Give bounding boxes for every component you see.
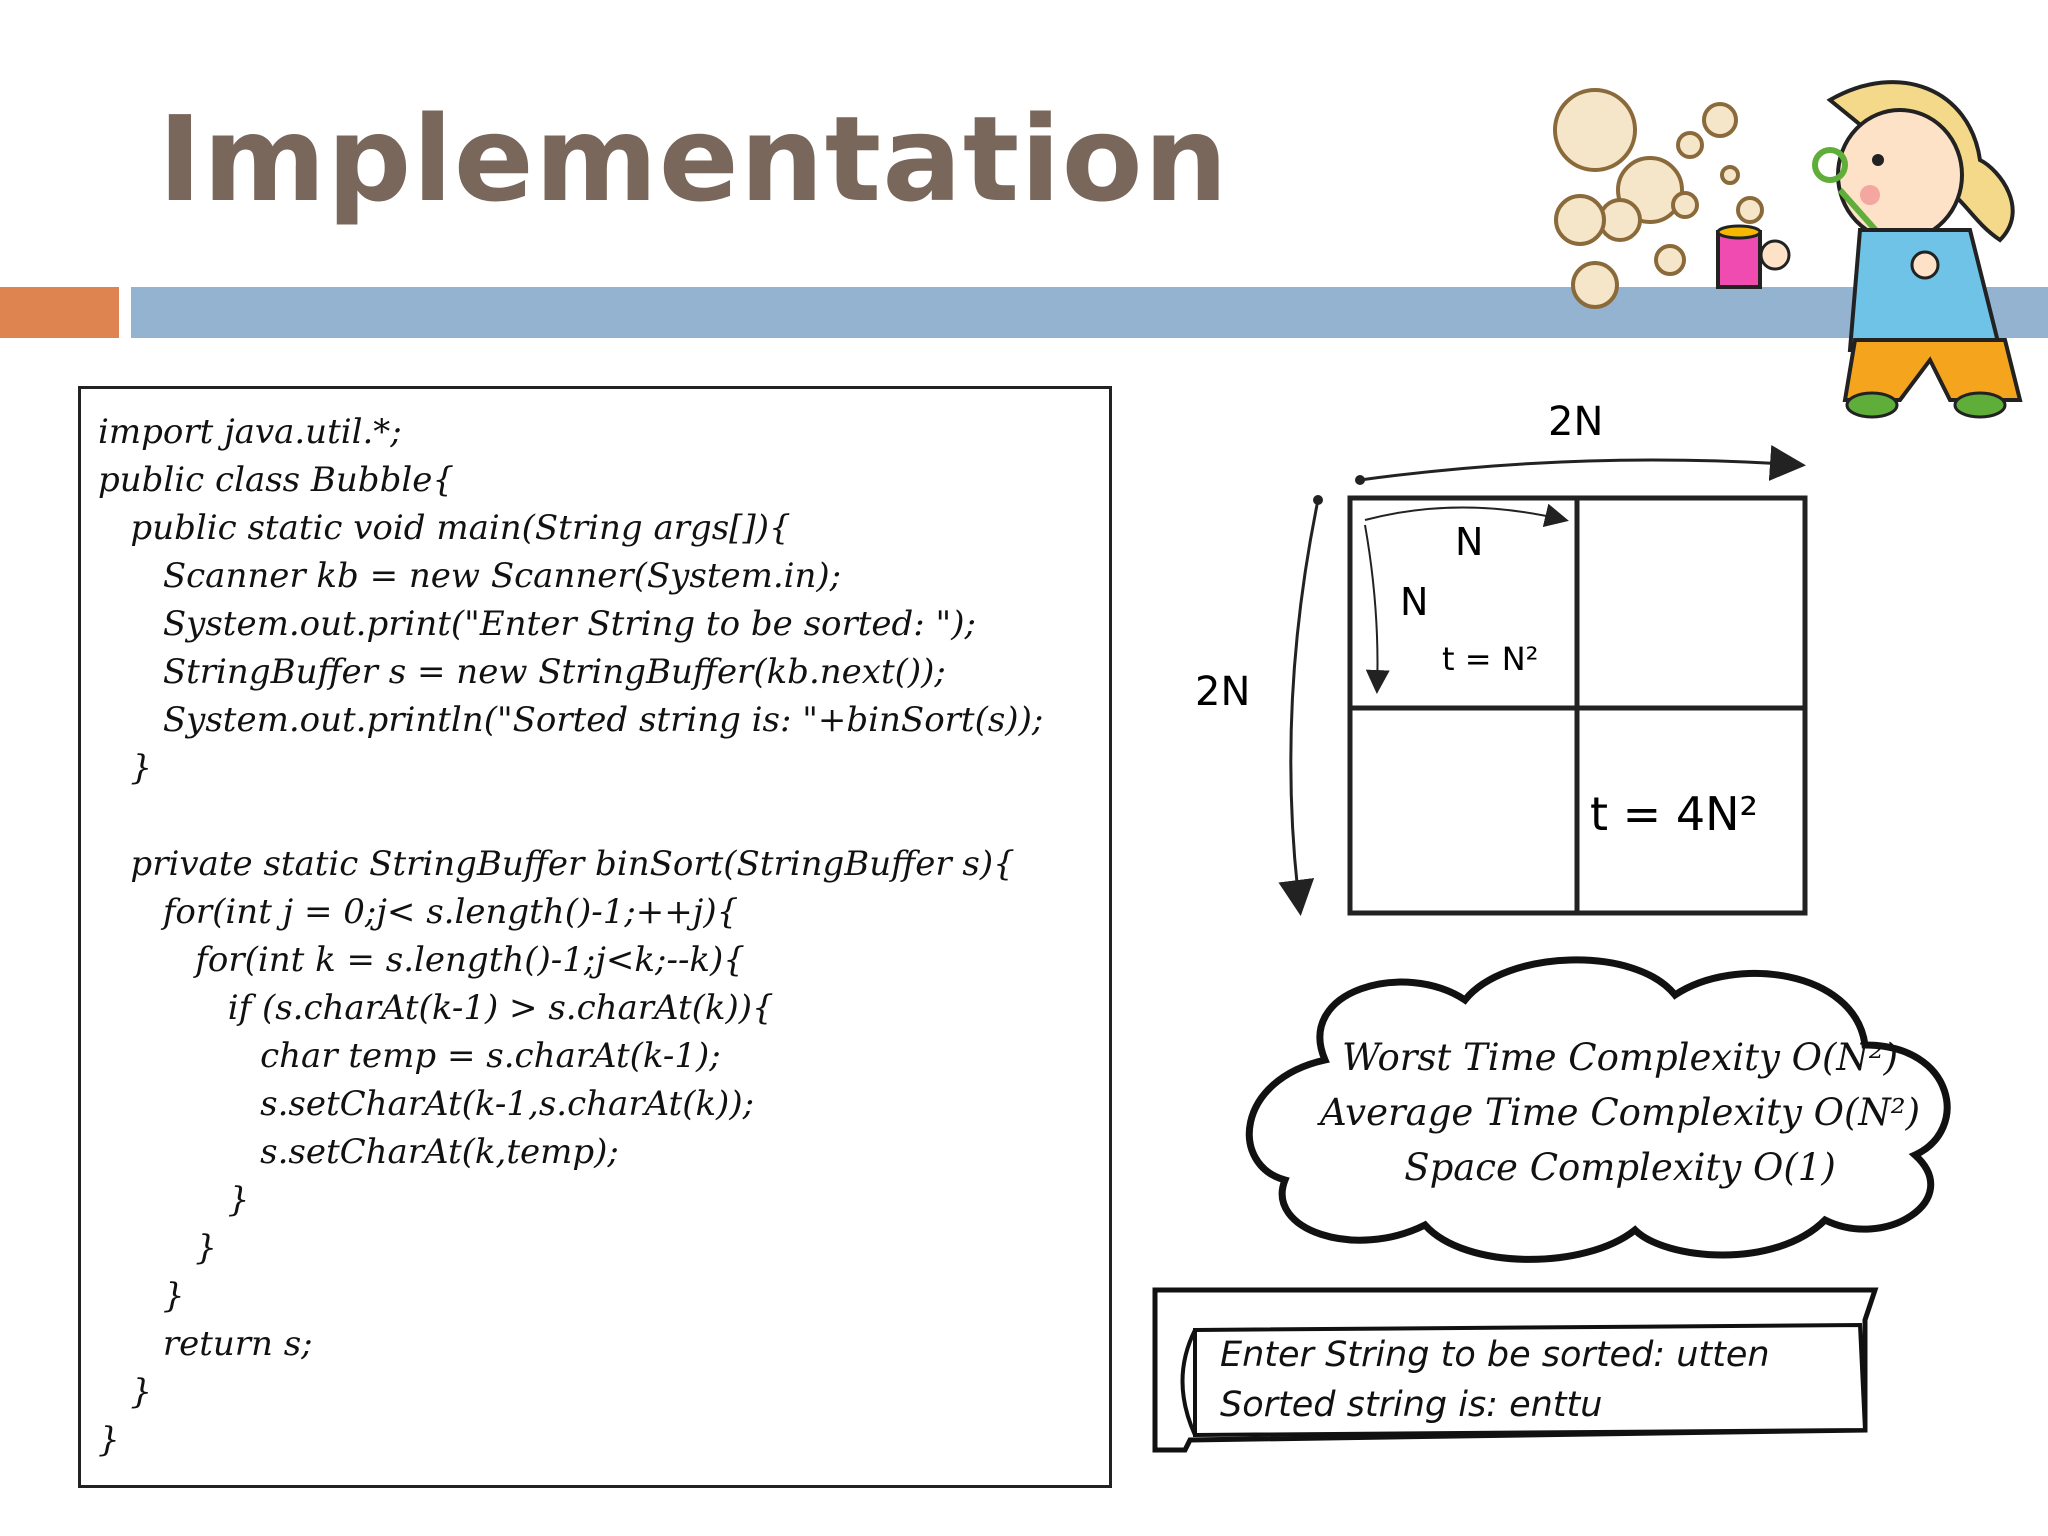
output-banner (1152, 1287, 1879, 1453)
code-line: if (s.charAt(k-1) > s.charAt(k)){ (98, 988, 774, 1028)
complexity-text: Worst Time Complexity O(N²) Average Time… (1240, 1030, 2000, 1195)
code-line: } (98, 1276, 185, 1316)
inner-left-arrow (1364, 524, 1390, 694)
code-line: return s; (98, 1324, 313, 1364)
output-line-2: Sorted string is: enttu (1220, 1385, 1603, 1425)
top-label: 2N (1548, 399, 1603, 445)
code-panel (78, 386, 1112, 1488)
code-line: System.out.print("Enter String to be sor… (98, 604, 976, 644)
top-arrow (1359, 445, 1806, 482)
code-line: private static StringBuffer binSort(Stri… (98, 844, 1015, 884)
code-line: char temp = s.charAt(k-1); (98, 1036, 721, 1076)
code-line: } (98, 1372, 153, 1412)
large-time-label: t = 4N² (1590, 787, 1758, 841)
inner-top-arrow (1364, 503, 1569, 528)
code-line: StringBuffer s = new StringBuffer(kb.nex… (98, 652, 946, 692)
code-line: for(int k = s.length()-1;j<k;--k){ (98, 940, 745, 980)
code-line: public static void main(String args[]){ (98, 508, 791, 548)
slide-title: Implementation (158, 90, 1229, 228)
average-complexity: Average Time Complexity O(N²) (1319, 1091, 1921, 1134)
grid-diagram: 2N 2N N N t = N² t = 4N² (1195, 399, 1808, 916)
space-complexity: Space Complexity O(1) (1404, 1146, 1836, 1189)
inner-top-label: N (1455, 520, 1483, 564)
output-line-1: Enter String to be sorted: utten (1220, 1335, 1770, 1375)
worst-complexity: Worst Time Complexity O(N²) (1341, 1036, 1899, 1079)
code-line (98, 792, 1043, 840)
accent-bar-orange (0, 287, 119, 338)
code-line: for(int j = 0;j< s.length()-1;++j){ (98, 892, 739, 932)
code-line: System.out.println("Sorted string is: "+… (98, 700, 1044, 740)
code-line: } (98, 1228, 217, 1268)
left-label: 2N (1195, 669, 1250, 715)
code-line: } (98, 1420, 120, 1460)
complexity-cloud (1245, 956, 1951, 1263)
code-line: public class Bubble{ (98, 460, 454, 500)
code-line: s.setCharAt(k-1,s.charAt(k)); (98, 1084, 755, 1124)
code-line: import java.util.*; (98, 412, 402, 452)
accent-bar-blue (131, 287, 2048, 338)
code-listing: import java.util.*; public class Bubble{… (98, 408, 1043, 1464)
code-line: } (98, 748, 153, 788)
program-output: Enter String to be sorted: utten Sorted … (1220, 1330, 1770, 1430)
code-line: } (98, 1180, 250, 1220)
inner-left-label: N (1400, 580, 1428, 624)
girl-blowing-bubbles-icon (1553, 80, 2023, 419)
small-time-label: t = N² (1442, 640, 1538, 678)
left-arrow (1278, 499, 1320, 916)
code-line: s.setCharAt(k,temp); (98, 1132, 619, 1172)
code-line: Scanner kb = new Scanner(System.in); (98, 556, 842, 596)
